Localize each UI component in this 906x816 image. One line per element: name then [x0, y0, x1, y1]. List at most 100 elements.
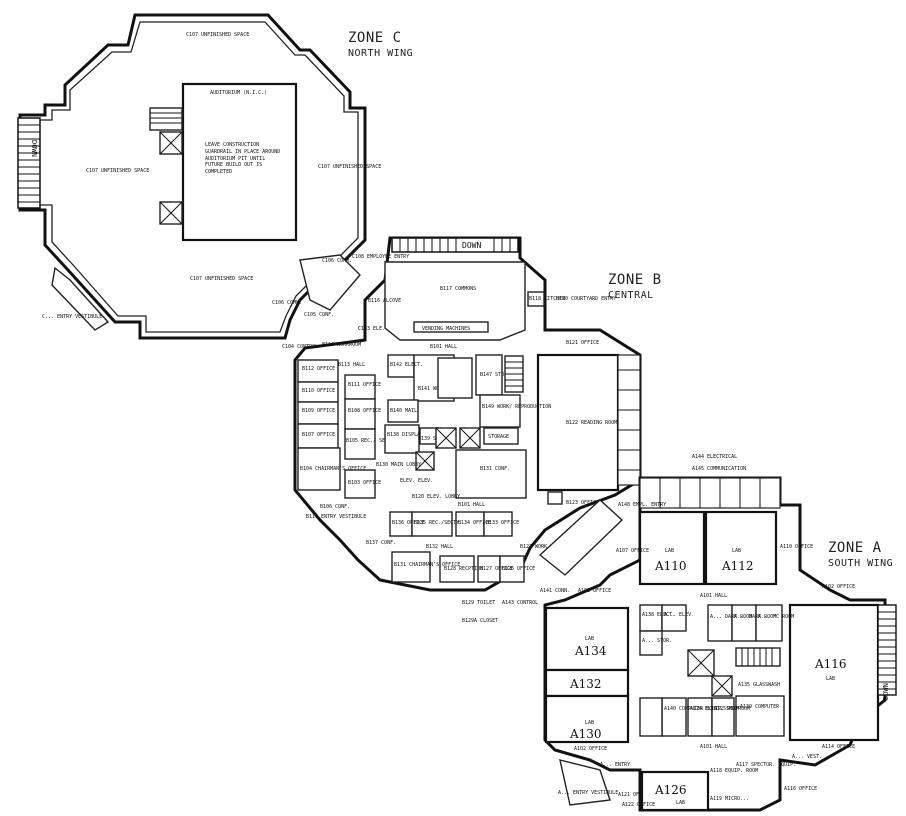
- office-a121: A121 OFFICE: [618, 792, 651, 798]
- lab-a132: A132: [569, 677, 602, 691]
- hall-b101: B101 HALL: [458, 502, 485, 508]
- mail-b140-room: [387, 399, 419, 423]
- conf-c105: C105 CONF.: [304, 312, 334, 318]
- auditorium-stair-treads: [150, 112, 182, 124]
- office-b136: B136 OFFICE: [392, 520, 425, 526]
- unfinished-left: C107 UNFINISHED SPACE: [86, 168, 149, 174]
- alcove-label: B116 ALCOVE: [368, 298, 401, 304]
- north-wing-inner: [27, 21, 359, 333]
- zone-a-title: ZONE A: [828, 540, 882, 556]
- elect-shop-room: [687, 697, 713, 737]
- central-glazing: [617, 354, 641, 486]
- zone-a-subtitle: SOUTH WING: [828, 557, 894, 569]
- office-b107-room: [297, 423, 339, 449]
- central-restrooms: [437, 357, 473, 399]
- central-glazing-lines: [618, 369, 640, 471]
- equip-a118: A118 EQUIP. ROOM: [710, 768, 758, 774]
- elev-label: ELEV. ELEV.: [400, 478, 433, 484]
- stor-a: A... STOR.: [642, 638, 672, 644]
- conf-b131-room: [455, 449, 527, 499]
- dark-room-1: [707, 604, 733, 642]
- lab-a112-word: LAB: [732, 548, 741, 554]
- rec-secty-b105: B105 REC./ SECTY.: [346, 438, 397, 444]
- office-b108: B108 OFFICE: [348, 408, 381, 414]
- lab-a126-word: LAB: [676, 800, 685, 806]
- office-a114: A114 OFFICE: [822, 744, 855, 750]
- north-stair-treads: [18, 124, 40, 203]
- lab-a112-room: [704, 510, 778, 586]
- computer-a139-room: [735, 695, 785, 737]
- office-b110: B110 OFFICE: [302, 388, 335, 394]
- central-top-stair: [391, 237, 519, 253]
- rec-b135-room: [411, 511, 453, 537]
- spector-a117: A117 SPECTOR. EQUIP.: [736, 762, 796, 768]
- employee-entry: C108 EMPLOYEE ENTRY: [352, 254, 409, 260]
- lab-a134-word: LAB: [585, 636, 594, 642]
- office-b126: B126 OFFICE: [502, 566, 535, 572]
- conf-b131: B131 CONF.: [480, 466, 510, 472]
- closet-b129a: B129A CLOSET: [462, 618, 498, 624]
- office-b134-room: [455, 511, 485, 537]
- south-wing-outline: [543, 476, 887, 812]
- display-area: B138 DISPLAY AREA: [387, 432, 438, 438]
- lab-a126: A126: [654, 783, 687, 797]
- commons-label: B117 COMMONS: [440, 286, 476, 292]
- zone-a-label: ZONE A SOUTH WING: [828, 540, 893, 570]
- rec-secty-b135: B135 REC./SECTY.: [414, 520, 462, 526]
- office-b108-room: [344, 398, 376, 430]
- glasswash-a135: A135 GLASSWASH: [738, 682, 780, 688]
- hall-b132: B132 HALL: [426, 544, 453, 550]
- dark-room-a: A... DARK ROOM: [710, 614, 752, 620]
- mail-b140: B140 MAIL: [390, 408, 417, 414]
- conf-b106: B106 CONF.: [320, 504, 350, 510]
- dark-room-2: [731, 604, 757, 642]
- office-b126-room: [499, 555, 525, 583]
- office-b133: B133 OFFICE: [486, 520, 519, 526]
- dark-room-b: A... DARK ROOM: [734, 614, 776, 620]
- lab-a112: A112: [721, 559, 754, 573]
- south-entry-vestibule-shape: [559, 759, 611, 806]
- office-b127: B127 OFFICE: [480, 566, 513, 572]
- office-b112: B112 OFFICE: [302, 366, 335, 372]
- office-b111: B111 OFFICE: [348, 382, 381, 388]
- lab-a116-room: [788, 603, 880, 742]
- empl-entry-a148: A148 EMPL. ENTRY: [618, 502, 666, 508]
- office-a102b: A102 OFFICE: [574, 746, 607, 752]
- north-down-label: DOWN: [30, 140, 38, 157]
- hall-a101-lower: A101 HALL: [700, 744, 727, 750]
- c-room-b: A125 °C ROOM: [714, 706, 750, 712]
- office-a122: A122 OFFICE: [622, 802, 655, 808]
- stor-b147-room: [475, 354, 503, 396]
- hall-top-label: B101 HALL: [430, 344, 457, 350]
- recption: B128 RECPTION: [444, 566, 483, 572]
- office-b134: B134 OFFICE: [458, 520, 491, 526]
- office-b109: B109 OFFICE: [302, 408, 335, 414]
- elect-a138-room: [639, 604, 663, 632]
- elev-lobby: B120 ELEV. LOBBY: [412, 494, 460, 500]
- reading-room: [536, 353, 620, 492]
- conn-a141: A141 CONN.: [540, 588, 570, 594]
- computer-a139: A139 COMPUTER: [740, 704, 780, 710]
- stor-room: [639, 630, 663, 656]
- entry-a: A... ENTRY: [600, 762, 630, 768]
- office-b123: B123 OFFICE: [566, 500, 599, 506]
- lab-a110-room: [638, 510, 706, 586]
- north-wing-outline: [18, 13, 367, 340]
- elev-a: A... ELEV.: [664, 612, 694, 618]
- conf-b137: B137 CONF.: [366, 540, 396, 546]
- chairman-b104: B104 CHAIRMAN'S OFFICE: [300, 466, 366, 472]
- south-down-label: DOWN: [882, 683, 890, 700]
- comm-2: C106 COMM.: [272, 300, 302, 306]
- elev-room: [661, 604, 687, 632]
- lab-a126-room: [640, 770, 710, 812]
- kitchen-room: [527, 291, 545, 307]
- chairman-b104-room: [297, 447, 341, 491]
- main-lobby: B130 MAIN LOBBY: [376, 462, 421, 468]
- computer-equip: A140 COMPUTER EQUIP. ROOM: [664, 706, 739, 712]
- north-entry-vestibule-shape: [51, 266, 110, 331]
- storage-label: STORAGE: [488, 434, 509, 440]
- stor-b147: B147 STOR.: [480, 372, 510, 378]
- south-stair-core-treads: [741, 648, 773, 666]
- dark-room-3: [639, 697, 663, 737]
